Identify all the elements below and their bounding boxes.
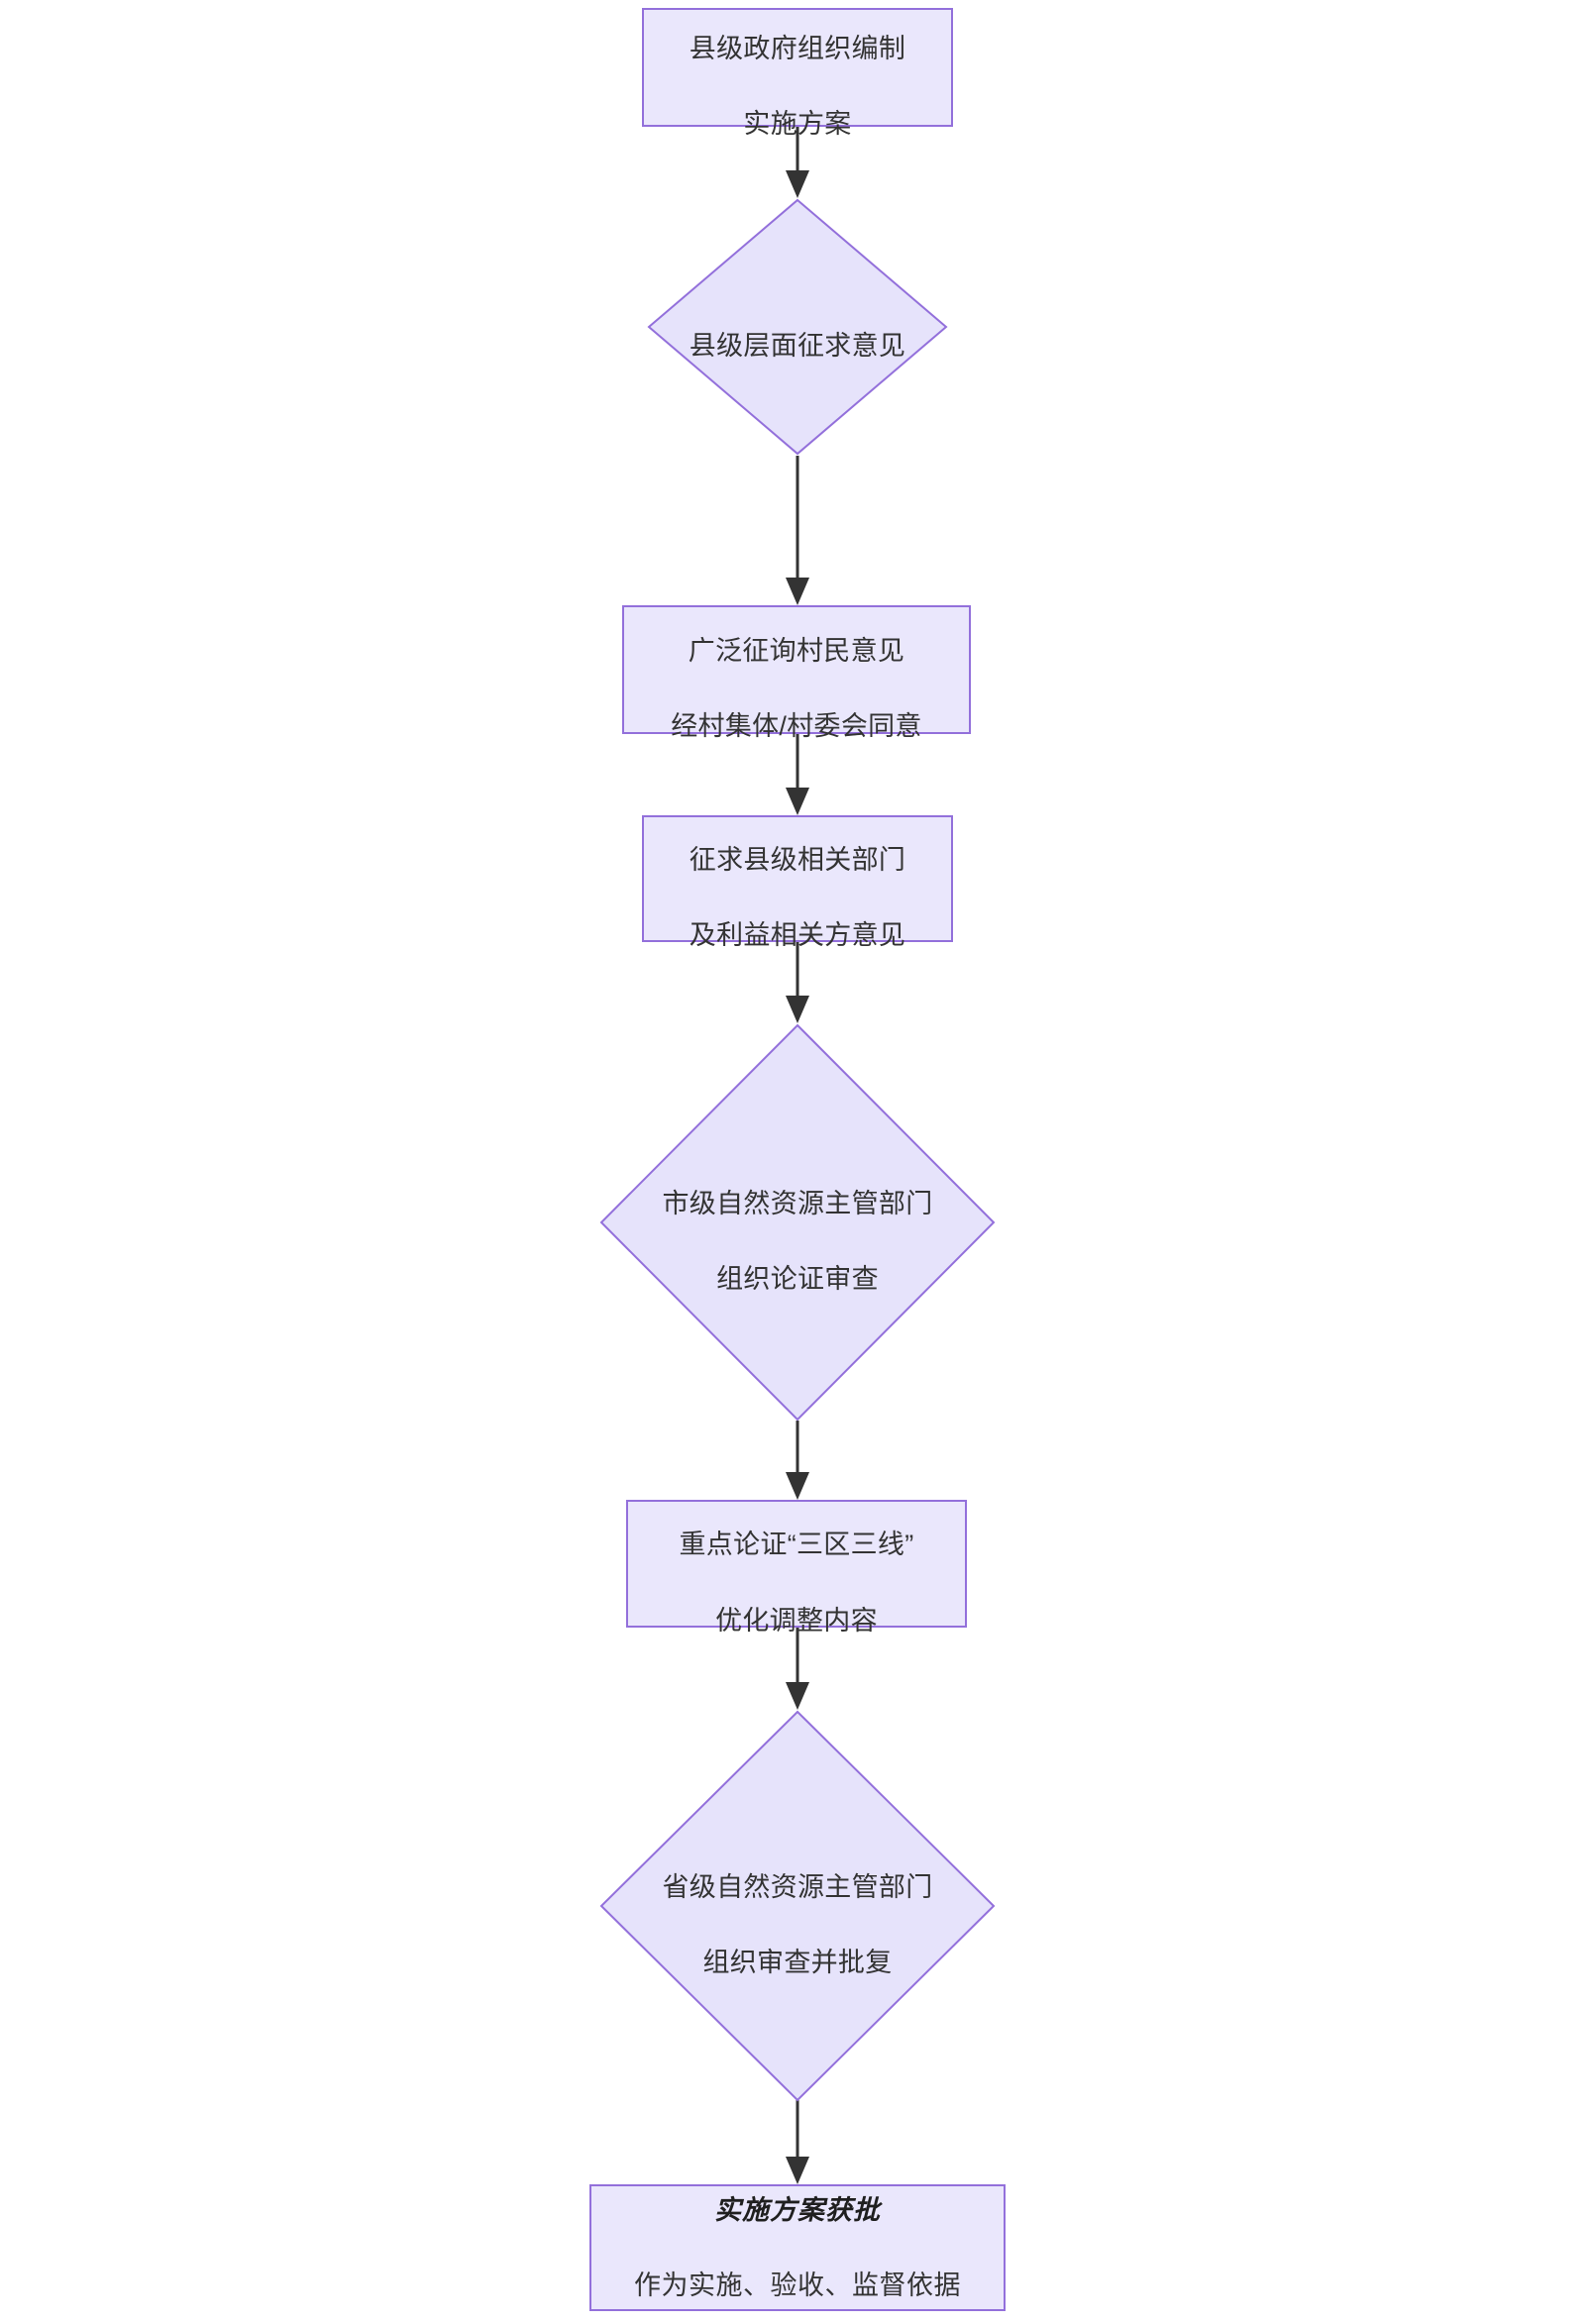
- node-line-2: 实施方案: [743, 109, 852, 140]
- diamond-shape: [599, 1710, 996, 2102]
- node-terminal-plan-approved[interactable]: 实施方案获批 作为实施、验收、监督依据: [589, 2184, 1006, 2311]
- node-label: 实施方案获批 作为实施、验收、监督依据: [634, 2153, 961, 2324]
- node-process-consult-villagers-and-collective[interactable]: 广泛征询村民意见 经村集体/村委会同意: [622, 605, 971, 741]
- result-subtitle: 作为实施、验收、监督依据: [634, 2271, 961, 2301]
- node-line-1: 县级层面征求意见: [689, 331, 906, 361]
- node-label: 重点论证“三区三线” 优化调整内容: [680, 1488, 914, 1639]
- node-line-1: 征求县级相关部门: [689, 844, 906, 875]
- node-decision-provincial-natural-resources-approval[interactable]: 省级自然资源主管部门 组织审查并批复: [599, 1710, 996, 2102]
- node-line-2: 及利益相关方意见: [689, 920, 906, 951]
- node-line-1: 县级政府组织编制: [689, 33, 906, 63]
- node-process-demonstrate-three-zones-three-lines[interactable]: 重点论证“三区三线” 优化调整内容: [626, 1500, 967, 1636]
- node-line-2: 组织论证审查: [716, 1264, 879, 1295]
- node-process-county-government-drafts-plan[interactable]: 县级政府组织编制 实施方案: [642, 8, 953, 139]
- node-line-1: 市级自然资源主管部门: [662, 1188, 933, 1218]
- node-decision-municipal-natural-resources-review[interactable]: 市级自然资源主管部门 组织论证审查: [599, 1023, 996, 1422]
- edge-n6-n7: [786, 1628, 809, 1710]
- edge-n2-n3: [786, 456, 809, 605]
- node-label: 市级自然资源主管部门 组织论证审查: [663, 1146, 933, 1298]
- node-line-2: 组织审查并批复: [702, 1948, 893, 1978]
- node-line-1: 重点论证“三区三线”: [679, 1530, 914, 1560]
- diamond-shape: [599, 1023, 996, 1422]
- result-title: 实施方案获批: [714, 2194, 881, 2225]
- diamond-shape: [647, 198, 948, 456]
- node-label: 广泛征询村民意见 经村集体/村委会同意: [671, 593, 922, 745]
- node-label: 省级自然资源主管部门 组织审查并批复: [663, 1830, 933, 1981]
- node-label: 县级层面征求意见: [690, 289, 905, 366]
- node-decision-county-level-consultation[interactable]: 县级层面征求意见: [647, 198, 948, 456]
- node-line-2: 经村集体/村委会同意: [671, 711, 922, 742]
- node-label: 征求县级相关部门 及利益相关方意见: [690, 802, 905, 954]
- node-process-consult-county-departments-and-stakeholders[interactable]: 征求县级相关部门 及利益相关方意见: [642, 815, 953, 950]
- node-line-1: 广泛征询村民意见: [688, 635, 905, 666]
- node-line-1: 省级自然资源主管部门: [662, 1871, 933, 1902]
- node-label: 县级政府组织编制 实施方案: [690, 0, 905, 144]
- node-line-2: 优化调整内容: [715, 1605, 878, 1636]
